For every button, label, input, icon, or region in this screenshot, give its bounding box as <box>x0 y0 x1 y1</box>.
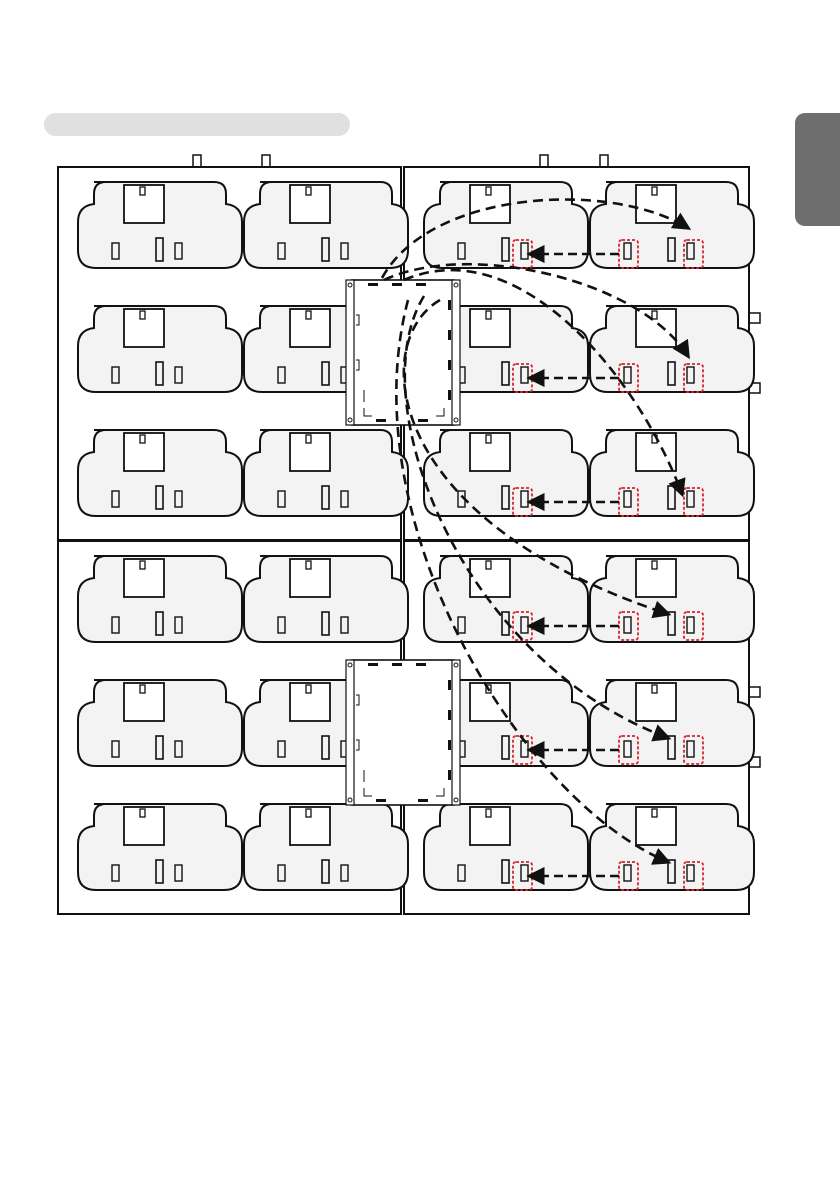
cabinet-wiring-diagram <box>0 0 840 1192</box>
